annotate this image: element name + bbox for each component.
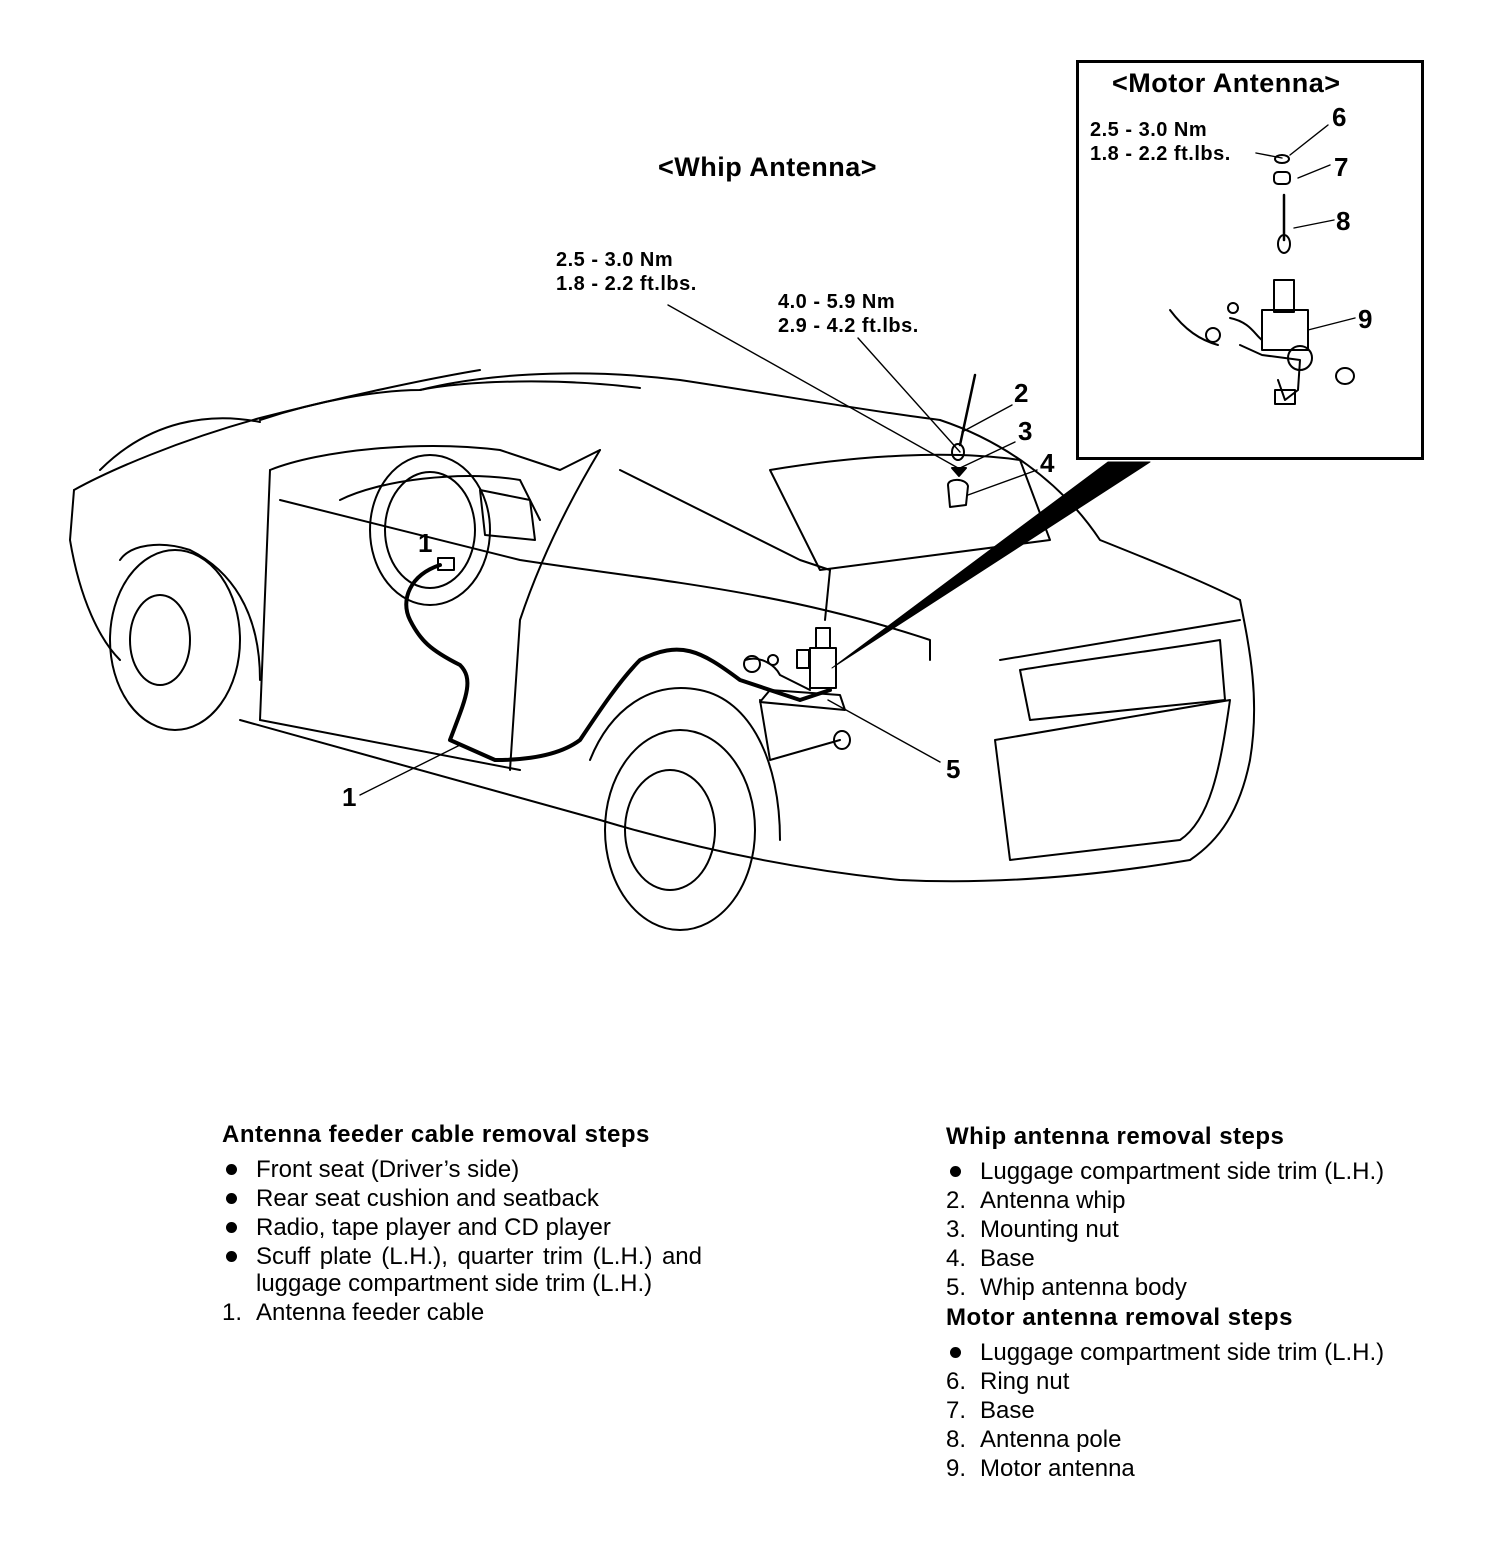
- callout-2: 2: [1014, 378, 1029, 408]
- step-text: Antenna feeder cable: [256, 1299, 485, 1326]
- step-number: 6.: [946, 1368, 967, 1395]
- step-number: 3.: [946, 1216, 967, 1243]
- torque-spec-whip-base: 4.0 - 5.9 Nm 2.9 - 4.2 ft.lbs.: [778, 291, 919, 337]
- step-text: Scuff plate (L.H.), quarter trim (L.H.) …: [256, 1243, 702, 1297]
- step-item: Luggage compartment side trim (L.H.): [946, 1158, 1446, 1185]
- step-number: 8.: [946, 1426, 967, 1453]
- step-item: 7. Base: [946, 1397, 1446, 1424]
- cable-connector: [437, 557, 455, 571]
- step-text: Front seat (Driver’s side): [256, 1156, 520, 1183]
- step-item: 6. Ring nut: [946, 1368, 1446, 1395]
- step-item: Radio, tape player and CD player: [222, 1214, 702, 1241]
- step-text: Luggage compartment side trim (L.H.): [980, 1339, 1385, 1366]
- step-number: 9.: [946, 1455, 967, 1482]
- step-item: 3. Mounting nut: [946, 1216, 1446, 1243]
- step-text: Mounting nut: [980, 1216, 1119, 1243]
- leader-lines: [359, 124, 1356, 796]
- whip-steps-heading: Whip antenna removal steps: [946, 1123, 1285, 1150]
- whip-antenna-title: <Whip Antenna>: [658, 152, 878, 182]
- step-number: 7.: [946, 1397, 967, 1424]
- torque-spec-whip-nut: 2.5 - 3.0 Nm 1.8 - 2.2 ft.lbs.: [556, 249, 697, 295]
- step-number: 1.: [222, 1299, 243, 1326]
- feeder-steps-heading: Antenna feeder cable removal steps: [222, 1121, 650, 1148]
- callout-9: 9: [1358, 304, 1373, 334]
- callout-7: 7: [1334, 152, 1349, 182]
- callout-6: 6: [1332, 102, 1347, 132]
- step-number: 2.: [946, 1187, 967, 1214]
- callout-8: 8: [1336, 206, 1351, 236]
- step-item: 2. Antenna whip: [946, 1187, 1446, 1214]
- step-item: 9. Motor antenna: [946, 1455, 1446, 1482]
- step-text: Luggage compartment side trim (L.H.): [980, 1158, 1385, 1185]
- callout-3: 3: [1018, 416, 1033, 446]
- step-number: 5.: [946, 1274, 967, 1301]
- step-text: Antenna pole: [980, 1426, 1122, 1453]
- step-item: Rear seat cushion and seatback: [222, 1185, 702, 1212]
- step-text: Base: [980, 1245, 1035, 1272]
- step-text: Whip antenna body: [980, 1274, 1187, 1301]
- step-item: Front seat (Driver’s side): [222, 1156, 702, 1183]
- step-text: Ring nut: [980, 1368, 1070, 1395]
- motor-antenna-title: <Motor Antenna>: [1112, 68, 1341, 98]
- feeder-cable-steps: Antenna feeder cable removal steps Front…: [222, 1122, 702, 1328]
- feeder-cable: [404, 563, 832, 762]
- torque-spec-motor: 2.5 - 3.0 Nm 1.8 - 2.2 ft.lbs.: [1090, 119, 1231, 165]
- step-text: Radio, tape player and CD player: [256, 1214, 611, 1241]
- callout-5: 5: [946, 754, 961, 784]
- callout-1-lower: 1: [342, 782, 357, 812]
- step-item: 5. Whip antenna body: [946, 1274, 1446, 1301]
- step-text: Rear seat cushion and seatback: [256, 1185, 599, 1212]
- car-outline: [69, 369, 1256, 931]
- callout-1-upper: 1: [418, 528, 433, 558]
- step-text: Motor antenna: [980, 1455, 1135, 1482]
- step-number: 4.: [946, 1245, 967, 1272]
- step-item: Scuff plate (L.H.), quarter trim (L.H.) …: [222, 1243, 702, 1297]
- step-text: Antenna whip: [980, 1187, 1126, 1214]
- step-item: 4. Base: [946, 1245, 1446, 1272]
- motor-steps-heading: Motor antenna removal steps: [946, 1304, 1293, 1331]
- inset-pointer-wedge: [831, 461, 1151, 669]
- whip-antenna-parts: [743, 373, 977, 750]
- callout-4: 4: [1040, 448, 1055, 478]
- step-text: Base: [980, 1397, 1035, 1424]
- antenna-removal-steps: Whip antenna removal steps Luggage compa…: [946, 1124, 1446, 1484]
- feeder-steps-list: Front seat (Driver’s side)Rear seat cush…: [222, 1156, 702, 1326]
- whip-steps-list: Luggage compartment side trim (L.H.) 2. An…: [946, 1158, 1446, 1301]
- motor-antenna-inset: [1076, 60, 1424, 460]
- step-item: 8. Antenna pole: [946, 1426, 1446, 1453]
- step-item: 1. Antenna feeder cable: [222, 1299, 702, 1326]
- motor-steps-list: Luggage compartment side trim (L.H.) 6. Ri…: [946, 1339, 1446, 1482]
- motor-antenna-parts: [1169, 154, 1355, 405]
- step-item: Luggage compartment side trim (L.H.): [946, 1339, 1446, 1366]
